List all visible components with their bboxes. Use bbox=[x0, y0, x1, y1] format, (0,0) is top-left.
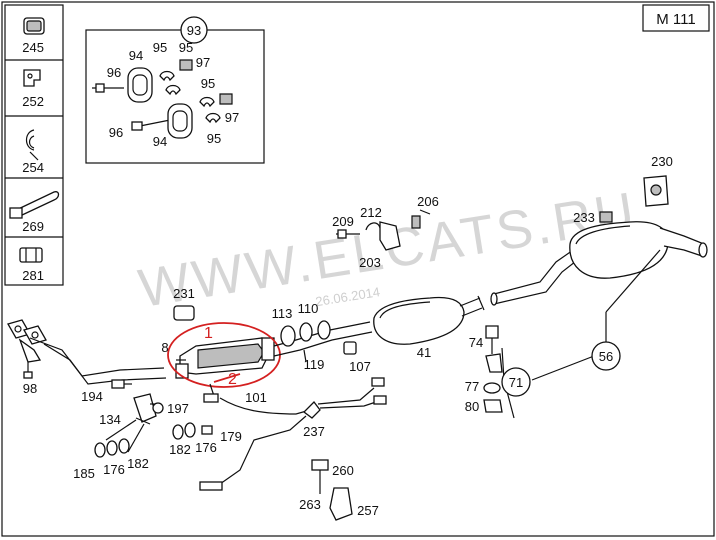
rubber-hanger-icon bbox=[127, 67, 153, 103]
sidebar-label-4: 269 bbox=[22, 219, 44, 234]
callout-circle-56 bbox=[591, 341, 621, 371]
sidebar-label-3: 254 bbox=[22, 160, 44, 175]
callout-113: 113 bbox=[272, 306, 293, 321]
inset-label-10: 95 bbox=[207, 131, 221, 146]
callout-194: 194 bbox=[81, 389, 103, 404]
bolt-icon bbox=[23, 371, 33, 379]
callout-206: 206 bbox=[417, 194, 439, 209]
callout-98: 98 bbox=[23, 381, 37, 396]
rubber-hanger-icon bbox=[167, 103, 193, 139]
rubber-block-icon bbox=[23, 17, 45, 35]
annotation-mark-2: 2 bbox=[228, 371, 237, 388]
callout-134: 134 bbox=[99, 412, 121, 427]
rear-silencer bbox=[569, 221, 669, 279]
callout-233: 233 bbox=[573, 210, 595, 225]
callout-263: 263 bbox=[299, 497, 321, 512]
bracket-260 bbox=[311, 459, 353, 521]
clip-icon bbox=[25, 129, 39, 161]
rear-pipe-lower bbox=[493, 257, 581, 305]
callout-circle-71 bbox=[501, 367, 531, 397]
inset-number: 93 bbox=[187, 23, 201, 38]
bracket-group-203 bbox=[336, 209, 431, 251]
callout-labels: 98 194 134 197 185 176 182 182 176 179 2… bbox=[23, 154, 673, 518]
front-pipe-lower bbox=[43, 343, 167, 385]
callout-182-right: 182 bbox=[169, 442, 191, 457]
callout-176-right: 176 bbox=[195, 440, 217, 455]
sidebar-label-1: 245 bbox=[22, 40, 44, 55]
inset-label-8: 96 bbox=[109, 125, 123, 140]
inset-box bbox=[85, 29, 265, 164]
callout-185: 185 bbox=[73, 466, 95, 481]
inset-label-7: 97 bbox=[225, 110, 239, 125]
callout-182-left: 182 bbox=[127, 456, 149, 471]
rear-pipe-upper bbox=[493, 247, 577, 295]
inset-label-4: 97 bbox=[196, 55, 210, 70]
cable-tie-icon bbox=[9, 191, 60, 219]
bracket-icon bbox=[23, 69, 41, 87]
inset-label-6: 95 bbox=[201, 76, 215, 91]
sidebar-label-5: 281 bbox=[22, 268, 44, 283]
callout-110: 110 bbox=[298, 301, 319, 316]
callout-260: 260 bbox=[332, 463, 354, 478]
inset-label-3: 95 bbox=[153, 40, 167, 55]
sidebar-box bbox=[4, 4, 64, 286]
inset-label-5: 95 bbox=[179, 40, 193, 55]
middle-silencer bbox=[373, 296, 465, 345]
callout-237: 237 bbox=[303, 424, 325, 439]
manifold-flanges bbox=[7, 319, 47, 345]
inset-number-circle bbox=[180, 16, 208, 44]
callout-176-left: 176 bbox=[103, 462, 125, 477]
callout-71: 71 bbox=[509, 375, 523, 390]
inset-label-9: 94 bbox=[153, 134, 167, 149]
code-box bbox=[642, 4, 710, 32]
flange-gasket bbox=[280, 320, 331, 347]
clamp-icon bbox=[19, 247, 43, 263]
callout-8: 8 bbox=[161, 340, 168, 355]
mount-hardware-71 bbox=[483, 325, 503, 413]
clip-233-icon bbox=[599, 211, 613, 223]
diagram-code: M 111 bbox=[656, 11, 695, 28]
callout-77: 77 bbox=[465, 379, 479, 394]
intermediate-pipe-lower bbox=[273, 331, 373, 357]
bolt-icon bbox=[337, 229, 347, 239]
callout-230: 230 bbox=[651, 154, 673, 169]
inset-hanger-kit: 93 96 94 95 97 95 95 97 96 94 95 bbox=[85, 16, 265, 164]
callout-203: 203 bbox=[359, 255, 381, 270]
callout-212: 212 bbox=[360, 205, 382, 220]
small-fasteners bbox=[94, 379, 213, 458]
bolt-icon bbox=[95, 83, 105, 93]
callout-209: 209 bbox=[332, 214, 354, 229]
callout-107: 107 bbox=[349, 359, 371, 374]
callout-41: 41 bbox=[417, 345, 431, 360]
hanger-rubber-icon bbox=[343, 341, 357, 355]
callout-74: 74 bbox=[469, 335, 483, 350]
callout-231: 231 bbox=[173, 286, 195, 301]
catalytic-converter bbox=[175, 337, 275, 379]
callout-56: 56 bbox=[599, 349, 613, 364]
rear-hanger-230 bbox=[643, 175, 669, 207]
bolt-icon bbox=[131, 121, 143, 131]
sidebar-label-2: 252 bbox=[22, 94, 44, 109]
callout-80: 80 bbox=[465, 399, 479, 414]
sidebar-parts: 245 252 254 269 281 bbox=[4, 4, 64, 286]
lambda-sensor-harness bbox=[199, 377, 387, 491]
leader-lines bbox=[127, 249, 661, 453]
inset-label-1: 96 bbox=[107, 65, 121, 80]
annotation-mark-1: 1 bbox=[204, 325, 213, 342]
front-pipe-upper bbox=[29, 337, 165, 377]
callout-257: 257 bbox=[357, 503, 379, 518]
callout-197: 197 bbox=[167, 401, 189, 416]
rubber-231-icon bbox=[173, 305, 195, 321]
callout-119: 119 bbox=[304, 357, 325, 372]
callout-179: 179 bbox=[220, 429, 242, 444]
callout-101: 101 bbox=[245, 390, 267, 405]
inset-label-2: 94 bbox=[129, 48, 143, 63]
